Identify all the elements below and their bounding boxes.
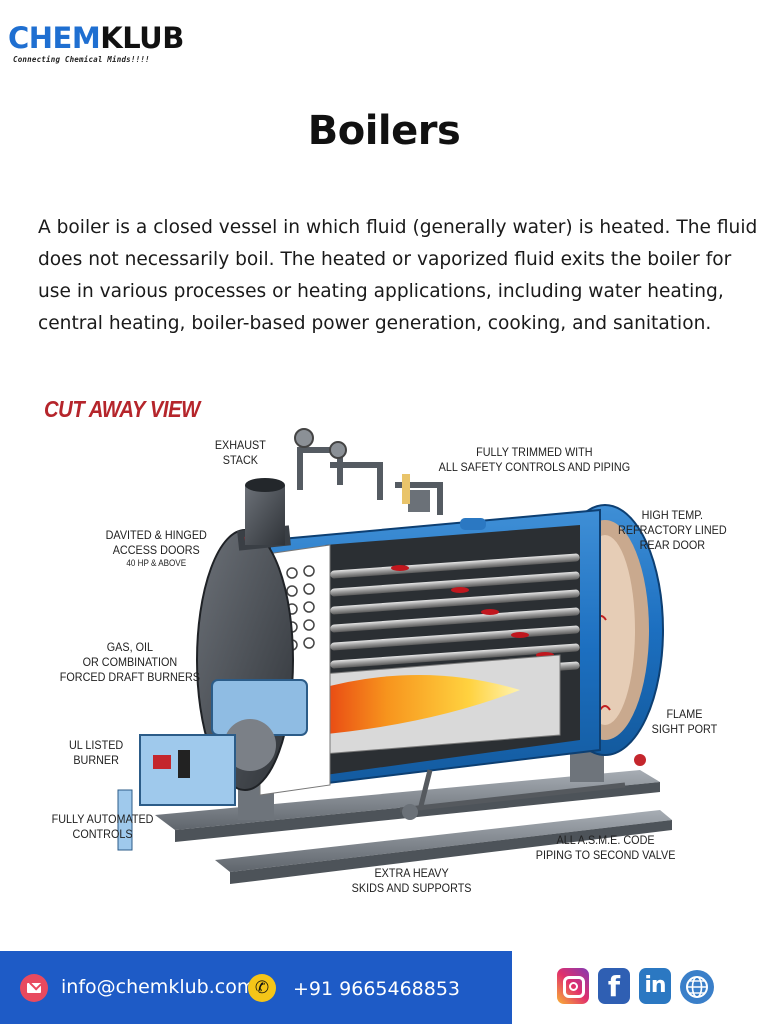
logo-wordmark: CHEMKLUB <box>8 21 184 55</box>
page-title: Boilers <box>307 108 461 154</box>
boiler-illustration: HURST <box>117 428 672 884</box>
boiler-cutaway-diagram: HURST CUT AWAY VIE <box>0 390 768 910</box>
logo-tagline: Connecting Chemical Minds!!!! <box>13 55 150 64</box>
phone-icon: ✆ <box>248 974 276 1002</box>
instagram-icon[interactable] <box>557 968 589 1004</box>
intro-paragraph: A boiler is a closed vessel in which flu… <box>38 217 758 334</box>
lower-piping <box>399 769 626 813</box>
exhaust-stack <box>245 485 285 545</box>
footer-phone-link[interactable]: +91 9665468853 <box>293 978 461 1000</box>
fire-tubes <box>330 553 580 687</box>
linkedin-icon[interactable]: in <box>639 968 671 1004</box>
globe-icon-svg <box>686 976 708 998</box>
burner-flame <box>315 675 520 735</box>
globe-icon[interactable] <box>680 970 714 1004</box>
email-icon <box>20 974 48 1002</box>
burner-assembly <box>117 679 308 851</box>
footer-email-link[interactable]: info@chemklub.com <box>61 976 256 998</box>
chemklub-logo[interactable]: CHEMKLUB Connecting Chemical Minds!!!! <box>8 22 184 70</box>
facebook-icon[interactable]: f <box>598 968 630 1004</box>
valve-handle <box>634 754 646 766</box>
cutaway-heading: CUT AWAY VIEW <box>44 396 200 422</box>
